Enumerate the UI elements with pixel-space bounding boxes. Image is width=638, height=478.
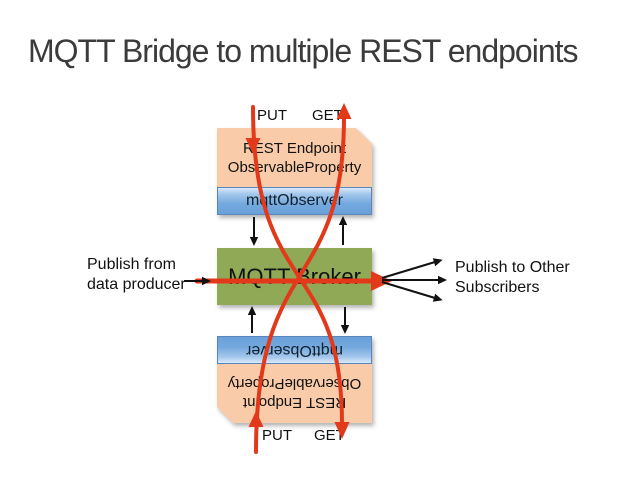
publish-to-line1: Publish to Other bbox=[455, 259, 570, 276]
publish-from-line2: data producer bbox=[87, 276, 186, 293]
get-label-bottom: GET bbox=[314, 427, 345, 444]
rest-endpoint-stack-top: REST Endpoint ObservableProperty mqttObs… bbox=[217, 128, 372, 215]
mqtt-broker-label: MQTT Broker bbox=[228, 263, 361, 289]
slide-title: MQTT Bridge to multiple REST endpoints bbox=[28, 33, 579, 69]
rest-endpoint-stack-bottom: REST Endpoint ObservableProperty mqttObs… bbox=[217, 336, 372, 423]
mqtt-observer-box-top: mqttObserver bbox=[217, 187, 372, 215]
observable-property-label-top: ObservableProperty bbox=[227, 158, 362, 176]
observable-property-label-bottom: ObservableProperty bbox=[227, 375, 362, 393]
subscriber-fan-arrow-3 bbox=[381, 281, 443, 302]
put-label-bottom: PUT bbox=[262, 427, 292, 444]
mqtt-observer-label-bottom: mqttObserver bbox=[246, 342, 343, 359]
mqtt-observer-label-top: mqttObserver bbox=[246, 192, 343, 209]
mqtt-broker-wrap: MQTT Broker bbox=[217, 248, 372, 305]
publish-to-line2: Subscribers bbox=[455, 279, 540, 296]
publish-from-line1: Publish from bbox=[87, 256, 176, 273]
mqtt-broker-box: MQTT Broker bbox=[217, 248, 372, 305]
publish-from-note: Publish from data producer bbox=[87, 255, 186, 295]
mqtt-observer-box-bottom: mqttObserver bbox=[217, 336, 372, 364]
rest-endpoint-label-bottom: REST Endpoint bbox=[242, 394, 347, 412]
rest-endpoint-box-top: REST Endpoint ObservableProperty bbox=[217, 128, 372, 187]
put-label-top: PUT bbox=[257, 107, 287, 124]
rest-endpoint-box-bottom: REST Endpoint ObservableProperty bbox=[217, 364, 372, 423]
rest-endpoint-label-top: REST Endpoint bbox=[242, 139, 347, 157]
publish-out-arrowhead bbox=[371, 271, 392, 291]
subscriber-fan-arrow-1 bbox=[381, 258, 443, 279]
get-label-top: GET bbox=[312, 107, 343, 124]
publish-to-note: Publish to Other Subscribers bbox=[455, 258, 570, 298]
